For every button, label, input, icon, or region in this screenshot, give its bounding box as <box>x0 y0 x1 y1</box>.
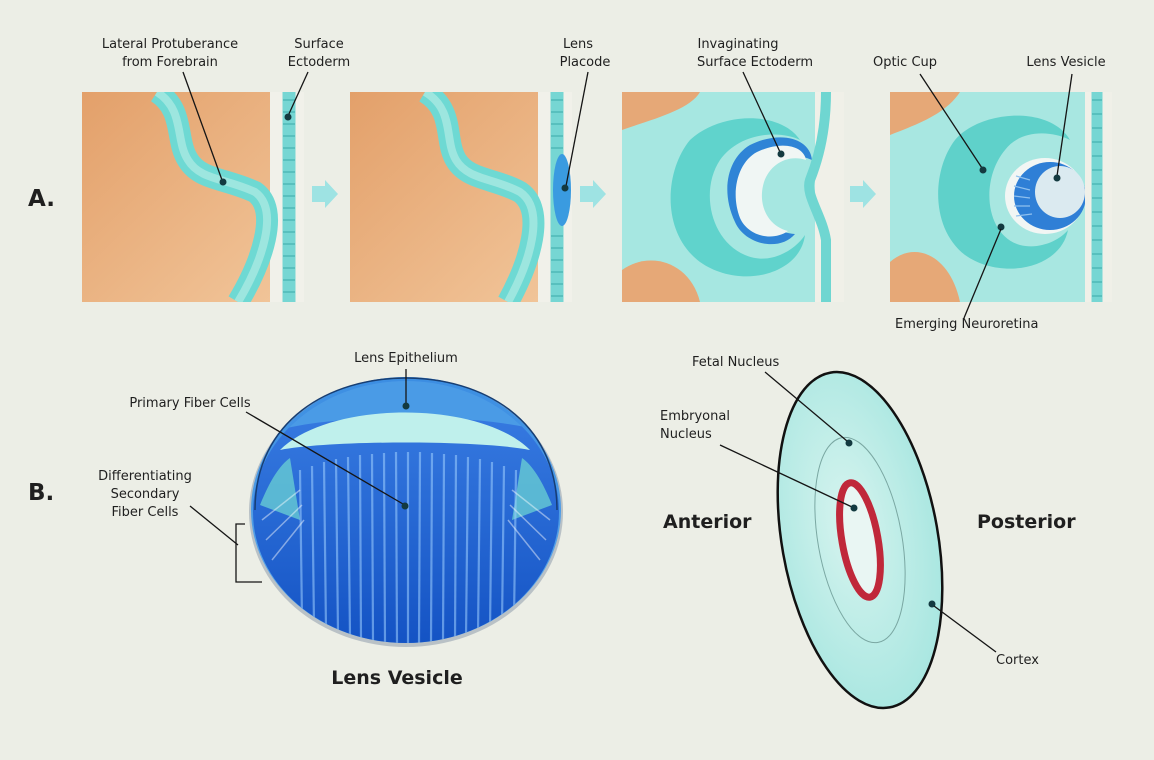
label-lateral-protuberance-line1: Lateral Protuberance <box>102 37 238 52</box>
label-invaginating-line2: Surface Ectoderm <box>697 55 813 70</box>
label-fetal-nucleus: Fetal Nucleus <box>692 355 780 370</box>
panel-2-lens-placode <box>350 92 572 302</box>
section-b-marker: B. <box>28 480 54 506</box>
label-surface-ectoderm-line2: Ectoderm <box>288 55 350 70</box>
panel-4-optic-cup <box>890 92 1112 302</box>
lens-cross-section <box>754 359 967 721</box>
stage-arrow-1 <box>312 180 338 208</box>
label-lateral-protuberance-line2: from Forebrain <box>122 55 218 70</box>
label-embryonal-line2: Nucleus <box>660 427 712 442</box>
section-a-marker: A. <box>28 186 55 212</box>
label-surface-ectoderm-line1: Surface <box>294 37 344 52</box>
label-posterior: Posterior <box>977 511 1076 533</box>
label-embryonal-line1: Embryonal <box>660 409 730 424</box>
label-lens-vesicle-a: Lens Vesicle <box>1026 55 1105 70</box>
label-lens-placode-line2: Placode <box>560 55 611 70</box>
label-lens-epithelium: Lens Epithelium <box>354 351 458 366</box>
label-differentiating-line3: Fiber Cells <box>112 505 179 520</box>
stage-arrow-2 <box>580 180 606 208</box>
stage-arrow-3 <box>850 180 876 208</box>
label-cortex: Cortex <box>996 653 1039 668</box>
label-differentiating-line2: Secondary <box>111 487 180 502</box>
label-primary-fiber-cells: Primary Fiber Cells <box>129 396 251 411</box>
label-lens-vesicle-caption: Lens Vesicle <box>331 667 462 689</box>
label-invaginating-line1: Invaginating <box>697 37 778 52</box>
label-optic-cup: Optic Cup <box>873 55 937 70</box>
label-anterior: Anterior <box>663 511 752 533</box>
panel-3-invagination <box>622 92 844 302</box>
label-lens-placode-line1: Lens <box>563 37 593 52</box>
label-differentiating-line1: Differentiating <box>98 469 192 484</box>
label-emerging-neuroretina: Emerging Neuroretina <box>895 317 1038 332</box>
panel-1-protuberance <box>82 92 304 302</box>
